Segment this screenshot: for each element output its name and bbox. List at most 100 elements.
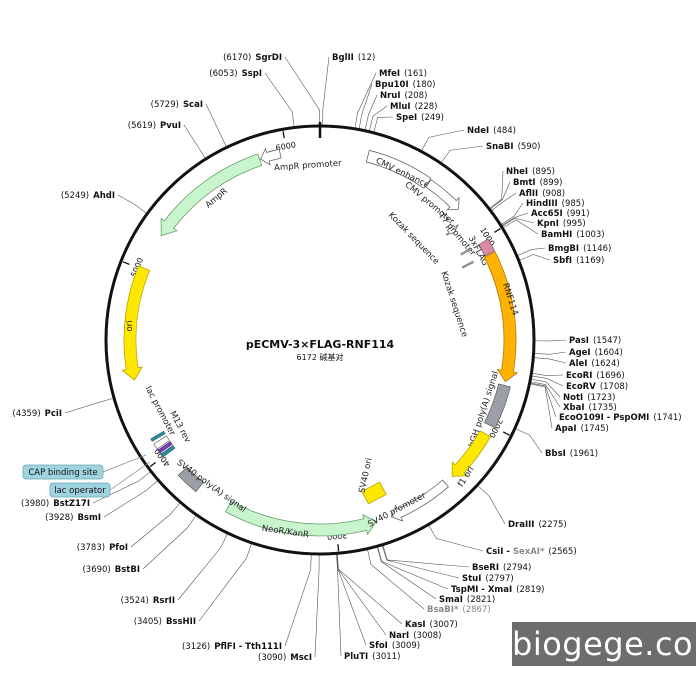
site-position: (1624) [591, 359, 619, 369]
feature-ampr [160, 153, 263, 237]
site-pcii: (4359) PciI [12, 409, 62, 419]
site-leader-line [322, 56, 330, 126]
site-name: PflFI - Tth111I [214, 642, 282, 652]
site-leader-line [142, 515, 197, 570]
site-position: (985) [562, 199, 585, 209]
feature-label-ampr-promoter: AmpR promoter [274, 159, 343, 174]
badge-lac-operator: lac operator [49, 482, 111, 498]
site-leader-line [198, 543, 252, 622]
plasmid-size: 6172 碱基对 [297, 352, 344, 362]
site-position: (991) [567, 209, 590, 219]
site-name: BmtI [513, 178, 536, 188]
site-sspi: (6053) SspI [209, 69, 262, 79]
site-bsshii: (3405)BssHII [134, 617, 196, 627]
site-name: BsmI [77, 513, 101, 523]
site-name: BstBI [115, 565, 140, 575]
site-draiii: DraIII(2275) [508, 520, 567, 530]
site-scai: (5729)ScaI [151, 100, 203, 110]
site-name: AhdI [93, 191, 115, 201]
site-leader-line [382, 545, 470, 568]
site-name: BsaBI* [427, 605, 459, 615]
site-bseri: BseRI(2794) [472, 563, 531, 573]
site-position: (3011) [372, 652, 400, 662]
site-ndei: NdeI(484) [467, 126, 516, 136]
site-leader-line [367, 549, 425, 610]
feature-3xflag [478, 238, 496, 257]
site-position: (5619) [128, 121, 156, 131]
site-name: MscI [290, 653, 312, 663]
site-leader-line [428, 525, 484, 552]
site-name: AleI [569, 359, 587, 369]
site-position: (908) [542, 189, 565, 199]
site-position: (3008) [413, 631, 441, 641]
site-name: BmgBI [548, 244, 579, 254]
site-position: (2794) [503, 563, 531, 573]
feature-sv40-polya-signal [177, 466, 204, 493]
feature-lac-promoter [153, 435, 170, 450]
site-bamhi: BamHI(1003) [541, 230, 605, 240]
site-position: (1547) [593, 336, 621, 346]
site-name: SspI [242, 69, 262, 79]
site-position: (249) [421, 113, 444, 123]
site-position: (4359) [12, 409, 40, 419]
site-leader-line [314, 554, 320, 658]
feature-lac-operator [157, 441, 173, 454]
site-leader-line [503, 219, 539, 235]
site-name: Bpu10I [375, 80, 409, 90]
feature-label-t7-promoter: T7 promoter [435, 211, 478, 259]
site-leader-line [264, 72, 295, 127]
site-nhei: NheI(895) [506, 167, 555, 177]
site-name: AflII [519, 189, 538, 199]
site-agei: AgeI(1604) [569, 348, 623, 358]
site-leader-line [515, 428, 543, 454]
site-name: KasI [405, 620, 426, 630]
site-name: CsiI - [486, 547, 513, 557]
site-name: KpnI [537, 219, 559, 229]
site-position: (1723) [587, 393, 615, 403]
tick-label: 6000 [275, 140, 297, 152]
feature-bgh-polya-signal [483, 383, 511, 429]
site-tspmi-xmai: TspMI - XmaI(2819) [451, 585, 544, 595]
feature-f1-ori [451, 430, 492, 477]
site-snabi: SnaBI(590) [486, 142, 540, 152]
site-bbsi: BbsI(1961) [545, 449, 598, 459]
site-leader-line [490, 181, 511, 210]
site-name: TspMI - XmaI [451, 585, 512, 595]
site-position: (1741) [653, 413, 681, 423]
site-position: (1735) [589, 403, 617, 413]
site-position: (1604) [595, 348, 623, 358]
feature-t7-promoter [445, 224, 459, 236]
site-position: (1745) [581, 424, 609, 434]
site-name: HindIII [526, 199, 558, 209]
site-leader-line [336, 554, 387, 636]
site-position: (6053) [209, 69, 237, 79]
site-bsmi: (3928)BsmI [45, 513, 101, 523]
site-leader-line [177, 533, 228, 601]
site-leader-line [382, 545, 460, 579]
site-position: (899) [540, 178, 563, 188]
site-aflii: AflII (908) [519, 189, 565, 199]
site-name: PciI [45, 409, 62, 419]
site-sbfi: SbfI(1169) [553, 256, 604, 266]
site-leader-line [491, 192, 517, 211]
site-name: SfoI [369, 641, 388, 651]
site-position: (3126) [182, 642, 210, 652]
feature-rnf114 [483, 251, 519, 383]
plasmid-name: pECMV-3×FLAG-RNF114 [246, 338, 395, 351]
tick-mark [502, 431, 510, 436]
site-leader-line [489, 170, 504, 209]
feature-kozak-sequence-2 [461, 260, 475, 269]
site-name: EcoO109I - PspOMI [559, 413, 649, 423]
site-name: ScaI [183, 100, 203, 110]
site-leader-line [532, 373, 564, 376]
site-leader-line [502, 217, 535, 227]
site-kasi: KasI(3007) [405, 620, 458, 630]
site-name: BbsI [545, 449, 566, 459]
feature-sv40-promoter [390, 479, 449, 522]
site-position: (1146) [583, 244, 611, 254]
site-leader-line [103, 480, 158, 518]
site-position: (1003) [576, 230, 604, 240]
feature-kozak-sequence-1 [460, 247, 472, 256]
feature-cap-binding-site [150, 430, 166, 442]
site-leader-line [205, 103, 227, 147]
